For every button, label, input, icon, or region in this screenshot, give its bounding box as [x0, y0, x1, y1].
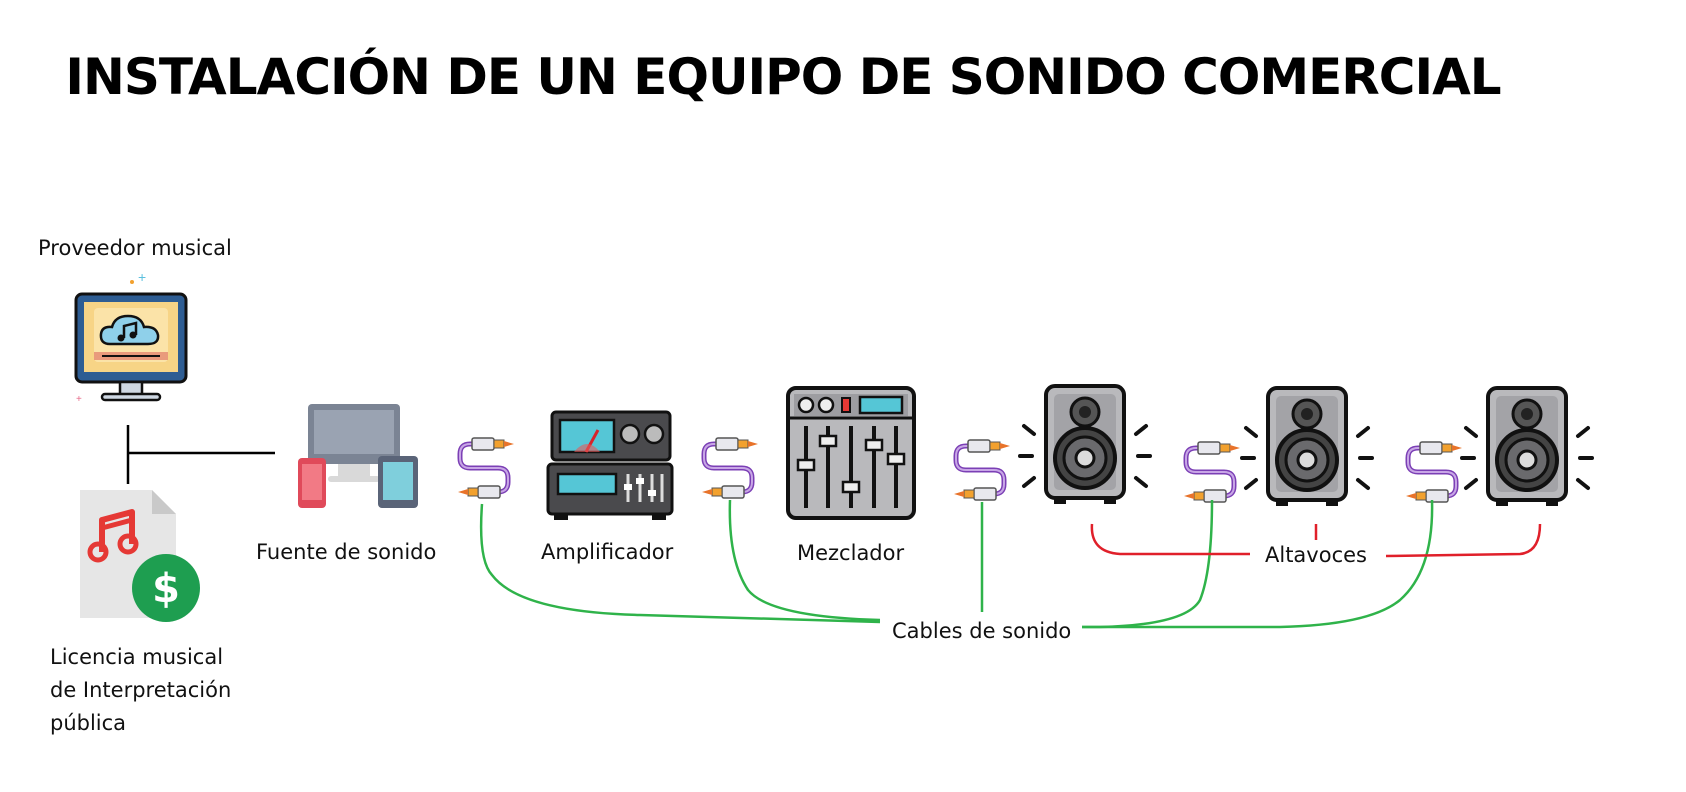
amplifier-label: Amplificador: [541, 540, 674, 564]
provider-label: Proveedor musical: [38, 236, 232, 260]
svg-text:+: +: [138, 269, 146, 285]
audio-cable-icon-3: [954, 440, 1010, 500]
svg-text:+: +: [76, 394, 82, 405]
speaker-icon-1: [1018, 384, 1152, 506]
amplifier-icon: [546, 410, 674, 520]
audio-cable-icon-2: [702, 438, 758, 498]
cables-label: Cables de sonido: [886, 619, 1078, 643]
mixer-label: Mezclador: [797, 541, 905, 565]
license-label: Licencia musical de Interpretación públi…: [50, 645, 232, 735]
speaker-icon-3: [1460, 386, 1594, 508]
page-title: INSTALACIÓN DE UN EQUIPO DE SONIDO COMER…: [65, 48, 1501, 106]
audio-cable-icon-1: [458, 438, 514, 498]
svg-text:$: $: [152, 566, 180, 612]
cable-lines: [479, 499, 1434, 629]
source-label: Fuente de sonido: [256, 540, 437, 564]
speaker-icon-2: [1240, 386, 1374, 508]
speaker-lines: [1090, 523, 1542, 558]
music-file-dollar-icon: $: [80, 490, 200, 622]
computer-music-cloud-icon: + +: [74, 269, 188, 405]
mixer-icon: [786, 386, 916, 520]
speakers-label: Altavoces: [1262, 543, 1370, 567]
audio-cable-icon-4: [1184, 442, 1240, 502]
audio-cable-icon-5: [1406, 442, 1462, 502]
devices-icon: [298, 404, 418, 508]
